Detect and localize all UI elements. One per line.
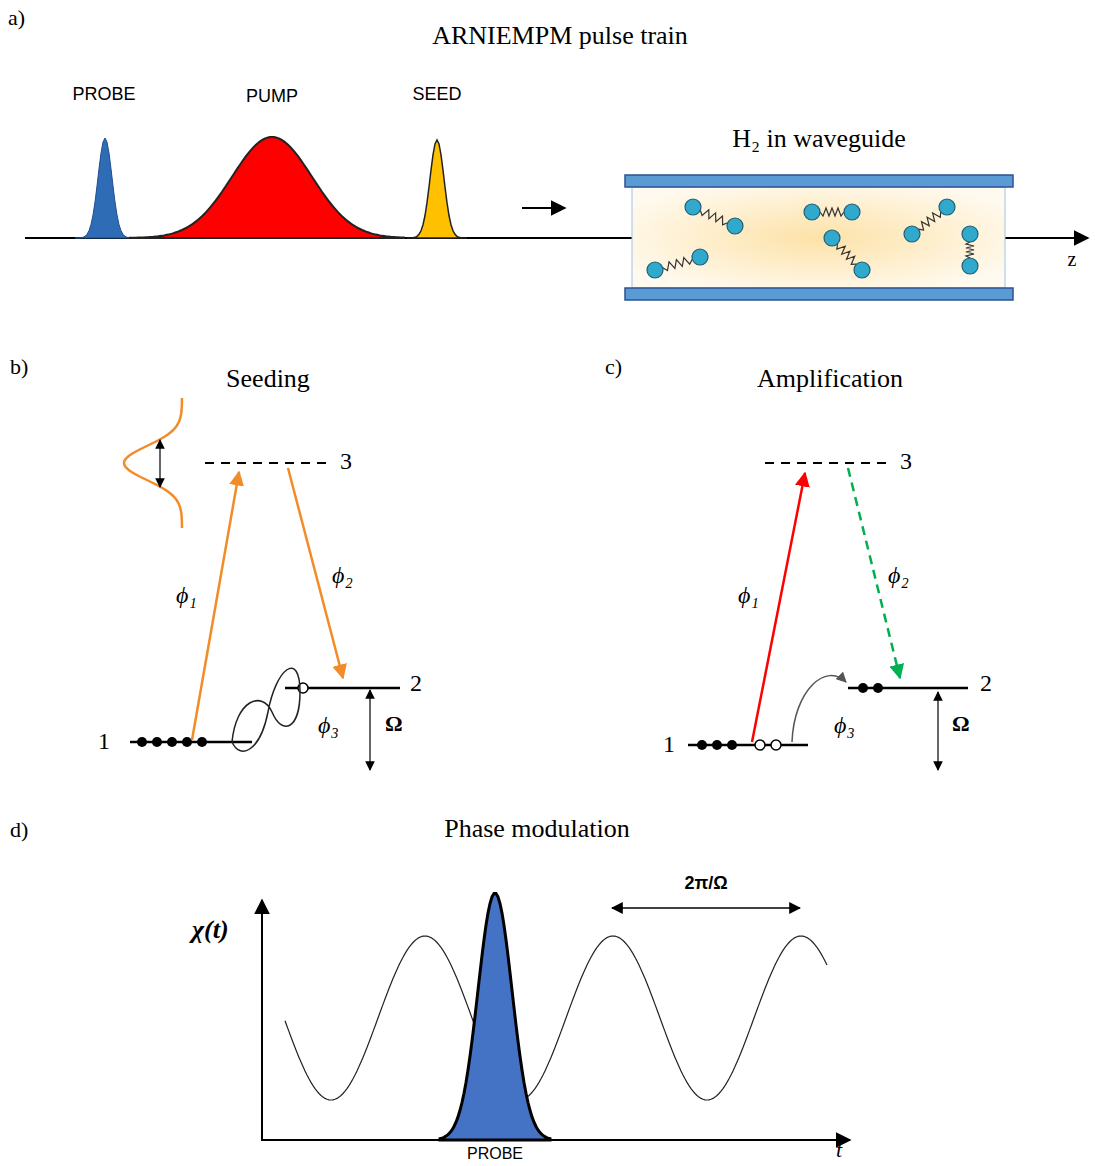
frequency-label: Ω <box>385 712 403 736</box>
period-label: 2π/Ω <box>684 874 727 894</box>
pulse-name: PUMP <box>246 87 298 107</box>
phase-label: ϕ₃ <box>318 712 339 738</box>
y-axis <box>261 900 263 1141</box>
panel-letter: a) <box>8 6 25 30</box>
panel-letter: c) <box>605 355 622 379</box>
level-3 <box>765 462 890 464</box>
panel-letter: d) <box>10 818 28 842</box>
pulse-name: PROBE <box>72 85 135 105</box>
level-3 <box>205 462 330 464</box>
phase-label: ϕ₂ <box>332 562 353 588</box>
level-number: 1 <box>663 731 675 757</box>
panel-letter: b) <box>10 355 28 379</box>
level-number: 3 <box>900 448 912 474</box>
susceptibility-wave <box>285 936 827 1100</box>
pump-transition <box>192 472 239 740</box>
level-number: 2 <box>980 670 992 696</box>
population-dots <box>137 737 207 747</box>
level-number: 1 <box>98 728 110 754</box>
pump-transition <box>752 473 805 742</box>
pump-pulse <box>130 137 405 238</box>
h2-molecules <box>647 199 978 278</box>
seed-spectrum <box>124 398 182 528</box>
panel-title: Seeding <box>226 365 310 394</box>
omega-arrow <box>369 690 370 770</box>
waveguide-wall <box>625 288 1013 300</box>
omega-arrow <box>937 692 938 770</box>
probe-pulse <box>440 893 550 1140</box>
axis-label: z <box>1068 248 1077 270</box>
pulse-name: SEED <box>412 85 461 105</box>
panel-title: Phase modulation <box>444 815 630 844</box>
propagation-arrow <box>522 207 565 209</box>
level-number: 2 <box>410 670 422 696</box>
level-number: 3 <box>340 448 352 474</box>
frequency-label: Ω <box>952 712 970 736</box>
phase-label: ϕ₂ <box>888 562 909 588</box>
population-dots <box>697 683 883 750</box>
phase-label: ϕ₁ <box>176 582 197 608</box>
pulse-name: PROBE <box>467 1145 523 1163</box>
axis-label: χ(t) <box>192 916 229 945</box>
panel-title: ARNIEMPM pulse train <box>432 22 688 51</box>
period-arrow <box>612 907 800 909</box>
seed-pulse <box>407 140 467 238</box>
waveguide-core <box>632 187 1005 288</box>
axis-label: t <box>836 1138 842 1162</box>
phase-label: ϕ₃ <box>834 712 855 738</box>
bandwidth-arrow <box>159 440 160 487</box>
waveguide-wall <box>625 175 1013 187</box>
time-axis <box>261 1139 850 1141</box>
probe-pulse <box>75 138 135 238</box>
waveguide: H₂ in waveguide <box>625 125 1013 302</box>
panel-title: Amplification <box>757 365 903 394</box>
node-heading: H₂ in waveguide <box>625 125 1013 154</box>
phase-label: ϕ₁ <box>738 582 759 608</box>
coherence-loop <box>232 668 300 751</box>
